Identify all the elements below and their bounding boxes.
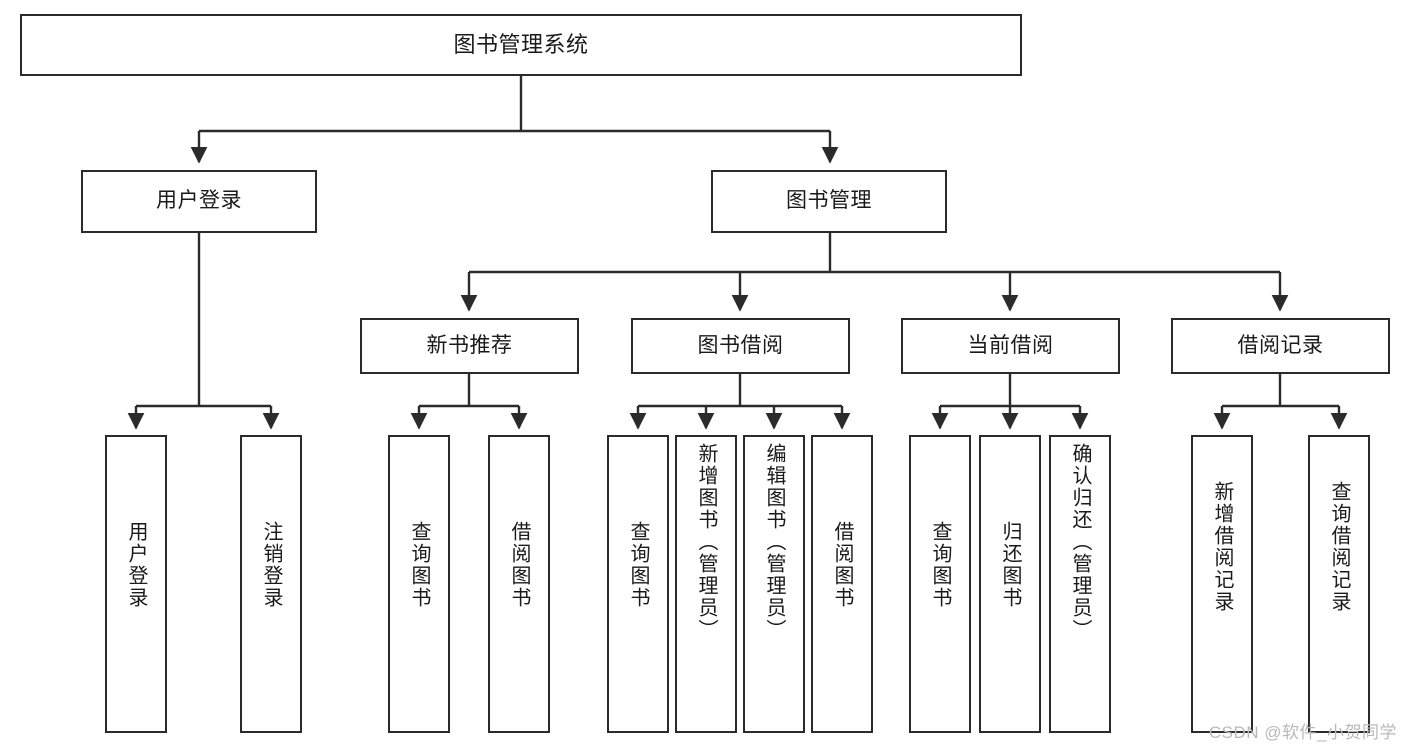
node-book-borrow[interactable]: 图书借阅 bbox=[631, 318, 850, 374]
csdn-watermark: CSDN @软件_小贺同学 bbox=[1208, 723, 1397, 742]
node-label: 用户登录 bbox=[125, 521, 147, 609]
node-label: 编辑图书（管理员） bbox=[763, 443, 785, 641]
leaf-bb-edit-book-admin[interactable]: 编辑图书（管理员） bbox=[743, 435, 805, 733]
node-label: 查询图书 bbox=[408, 521, 430, 609]
node-label: 图书管理系统 bbox=[453, 32, 589, 58]
leaf-cb-query-book[interactable]: 查询图书 bbox=[909, 435, 971, 733]
leaf-bb-borrow-book[interactable]: 借阅图书 bbox=[811, 435, 873, 733]
node-label: 确认归还（管理员） bbox=[1069, 443, 1091, 641]
leaf-br-query-record[interactable]: 查询借阅记录 bbox=[1308, 435, 1370, 733]
node-label: 查询借阅记录 bbox=[1328, 481, 1350, 613]
node-label: 注销登录 bbox=[260, 521, 282, 609]
leaf-logout[interactable]: 注销登录 bbox=[240, 435, 302, 733]
node-label: 新增图书（管理员） bbox=[695, 443, 717, 641]
leaf-bb-add-book-admin[interactable]: 新增图书（管理员） bbox=[675, 435, 737, 733]
node-label: 新书推荐 bbox=[426, 333, 513, 357]
leaf-bb-query-book[interactable]: 查询图书 bbox=[607, 435, 669, 733]
node-label: 借阅图书 bbox=[831, 521, 853, 609]
node-root-book-management-system[interactable]: 图书管理系统 bbox=[20, 14, 1022, 76]
node-label: 图书管理 bbox=[786, 189, 872, 213]
leaf-nb-borrow-book[interactable]: 借阅图书 bbox=[488, 435, 550, 733]
node-label: 查询图书 bbox=[627, 521, 649, 609]
leaf-cb-return-book[interactable]: 归还图书 bbox=[979, 435, 1041, 733]
leaf-nb-query-book[interactable]: 查询图书 bbox=[388, 435, 450, 733]
node-label: 查询图书 bbox=[929, 521, 951, 609]
leaf-br-add-record[interactable]: 新增借阅记录 bbox=[1191, 435, 1253, 733]
node-borrow-record[interactable]: 借阅记录 bbox=[1171, 318, 1390, 374]
node-label: 归还图书 bbox=[999, 521, 1021, 609]
node-label: 当前借阅 bbox=[967, 333, 1054, 357]
node-current-borrow[interactable]: 当前借阅 bbox=[901, 318, 1120, 374]
leaf-user-login[interactable]: 用户登录 bbox=[105, 435, 167, 733]
leaf-cb-confirm-return-admin[interactable]: 确认归还（管理员） bbox=[1049, 435, 1111, 733]
node-user-login[interactable]: 用户登录 bbox=[81, 170, 317, 233]
node-book-management[interactable]: 图书管理 bbox=[711, 170, 947, 233]
node-label: 图书借阅 bbox=[697, 333, 784, 357]
node-label: 新增借阅记录 bbox=[1211, 481, 1233, 613]
node-label: 用户登录 bbox=[156, 189, 242, 213]
node-label: 借阅记录 bbox=[1237, 333, 1324, 357]
node-new-book-recommend[interactable]: 新书推荐 bbox=[360, 318, 579, 374]
node-label: 借阅图书 bbox=[508, 521, 530, 609]
